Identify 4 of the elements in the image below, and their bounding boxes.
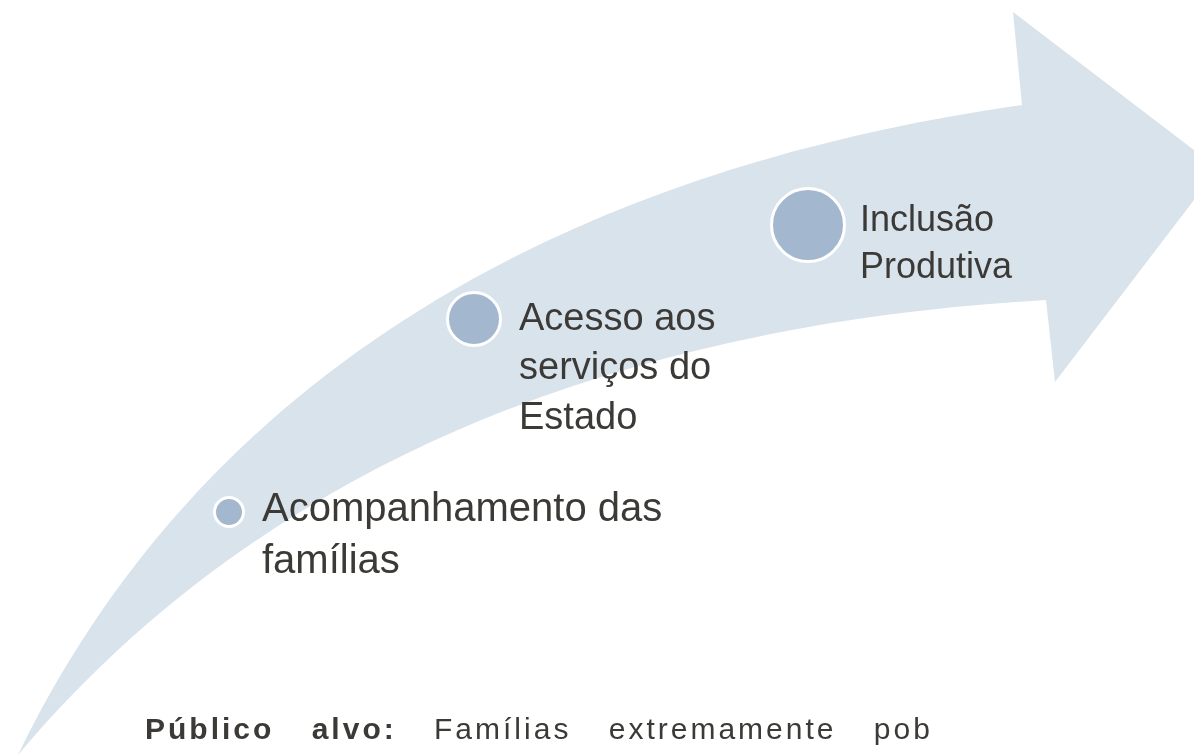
step-label: Acesso aos serviços do Estado bbox=[519, 295, 717, 439]
target-audience-note: Público alvo: Famílias extremamente pob bbox=[145, 712, 933, 746]
step-label: Inclusão Produtiva bbox=[860, 197, 1014, 288]
step-label: Acompanhamento das famílias bbox=[262, 484, 664, 583]
